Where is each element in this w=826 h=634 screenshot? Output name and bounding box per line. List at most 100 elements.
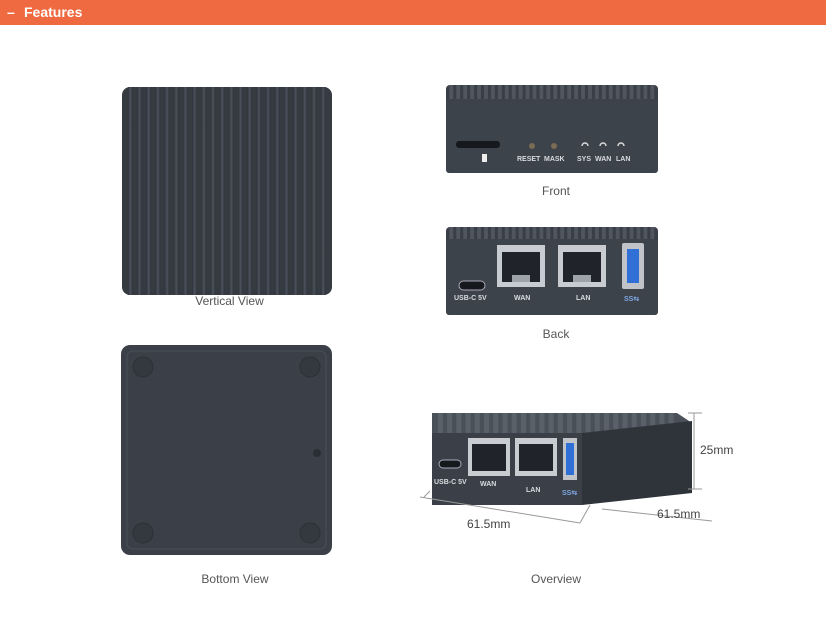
heatsink-fin [601, 227, 606, 239]
heatsink-fin [588, 227, 592, 239]
heatsink-fin [484, 413, 490, 433]
heatsink-fin [470, 227, 474, 239]
heatsink-fin [622, 227, 627, 239]
heatsink-fin [622, 413, 628, 433]
heatsink-fin [164, 87, 170, 295]
heatsink-fin [557, 413, 563, 433]
heatsink-fin [567, 413, 573, 433]
heatsink-fin [311, 87, 317, 295]
heatsink-fin [576, 413, 582, 433]
heatsink-fin [567, 85, 572, 99]
heatsink-fin [449, 85, 454, 99]
heatsink-fin [631, 413, 637, 433]
heatsink-fin [456, 227, 461, 239]
bottom-view-image [121, 345, 332, 555]
heatsink-fin [484, 227, 488, 239]
heatsink-fin [594, 227, 599, 239]
section-title: Features [24, 4, 83, 20]
heatsink-fin [532, 85, 537, 99]
heatsink-fin [636, 227, 641, 239]
back-label-wan: WAN [514, 295, 531, 302]
heatsink-fin [594, 413, 600, 433]
front-view-image: RESET MASK SYS WAN LAN [446, 85, 658, 173]
heatsink-fin [601, 85, 606, 99]
back-label-lan: LAN [576, 295, 591, 302]
heatsink-fin [650, 413, 656, 433]
heatsink-fin [548, 413, 554, 433]
heatsink-fin [553, 85, 558, 99]
heatsink-fin [613, 413, 619, 433]
heatsink-fin [238, 87, 244, 295]
caption-back: Back [542, 327, 570, 341]
heatsink-fin [574, 227, 578, 239]
heatsink-fin [520, 413, 526, 433]
heatsink-fin [518, 85, 523, 99]
heatsink-fin [274, 87, 280, 295]
back-label-usb3: SS⇆ [624, 296, 640, 303]
heatsink-fin [201, 87, 207, 295]
heatsink-fin [493, 413, 499, 433]
heatsink-fin [622, 85, 627, 99]
heatsink-fin [155, 87, 161, 295]
heatsink-fin [643, 85, 648, 99]
heatsink-fin [629, 85, 634, 99]
front-svg [446, 85, 658, 173]
heatsink-fin [502, 413, 508, 433]
heatsink-fin [539, 413, 545, 433]
back-label-usbc: USB-C 5V [454, 295, 487, 302]
heatsink-fin [173, 87, 179, 295]
front-label-sys: SYS [577, 156, 592, 163]
heatsink-fin [546, 85, 551, 99]
heatsink-fin [504, 85, 509, 99]
back-view-image: USB-C 5V WAN LAN SS⇆ [446, 227, 658, 315]
overview-label-wan: WAN [480, 481, 497, 488]
front-label-lan: LAN [616, 156, 631, 163]
heatsink-fin [615, 85, 620, 99]
heatsink-fin [604, 413, 610, 433]
heatsink-fin [137, 87, 143, 295]
heatsink-fin [256, 87, 262, 295]
caption-vertical-view: Vertical View [195, 294, 264, 308]
heatsink-fin [525, 85, 530, 99]
top-fins-svg [122, 87, 332, 295]
heatsink-fin [497, 227, 502, 239]
heatsink-fin [650, 227, 655, 239]
heatsink-fin [484, 85, 488, 99]
heatsink-fin [668, 413, 674, 433]
heatsink-fin [490, 227, 495, 239]
vertical-view-image [122, 87, 332, 295]
heatsink-fin [210, 87, 216, 295]
heatsink-fin [518, 227, 523, 239]
heatsink-fin [636, 85, 641, 99]
heatsink-fin [192, 87, 198, 295]
heatsink-fin [456, 413, 462, 433]
caption-overview: Overview [530, 572, 581, 586]
overview-label-usbc: USB-C 5V [434, 479, 467, 486]
dimension-depth: 61.5mm [657, 507, 701, 521]
heatsink-fin [490, 85, 495, 99]
features-header: – Features [0, 0, 826, 25]
heatsink-fin [560, 227, 565, 239]
heatsink-fin [470, 85, 474, 99]
heatsink-fin [497, 85, 502, 99]
heatsink-fin [525, 227, 530, 239]
heatsink-fin [530, 413, 536, 433]
overview-label-lan: LAN [526, 487, 541, 494]
heatsink-fin [581, 85, 585, 99]
heatsink-fin [182, 87, 188, 295]
heatsink-fin [447, 413, 453, 433]
heatsink-fin [265, 87, 271, 295]
heatsink-fin [640, 413, 646, 433]
heatsink-fin [581, 227, 585, 239]
heatsink-fin [650, 85, 655, 99]
heatsink-fin [463, 85, 468, 99]
heatsink-fin [643, 227, 648, 239]
heatsink-fin [504, 227, 509, 239]
heatsink-fin [608, 227, 613, 239]
heatsink-fin [449, 227, 454, 239]
heatsink-fin [629, 227, 634, 239]
heatsink-fin [463, 227, 468, 239]
collapse-icon[interactable]: – [7, 4, 15, 20]
overview-image: USB-C 5V WAN LAN SS⇆ [412, 405, 742, 545]
heatsink-fin [456, 85, 461, 99]
